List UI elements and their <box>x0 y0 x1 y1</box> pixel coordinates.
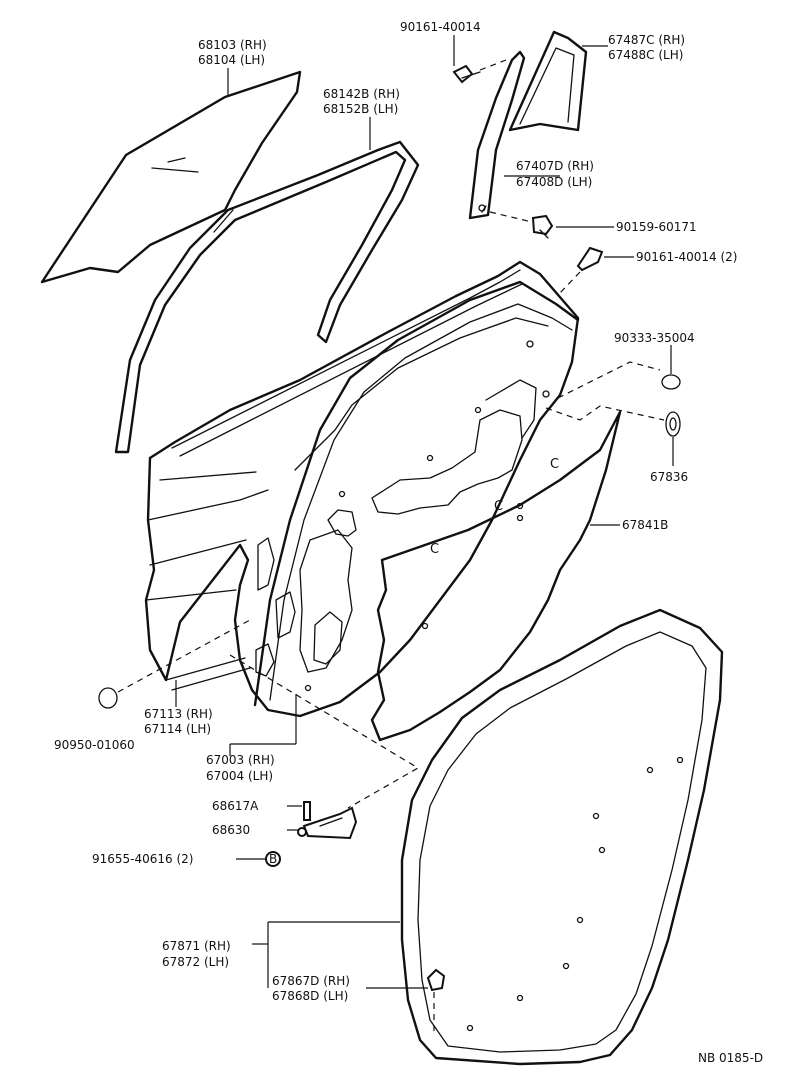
service-cover: C C C <box>370 410 622 742</box>
label-check-bolt-b: 91655-40616 (2) <box>92 852 194 866</box>
label-door-plug: 90950-01060 <box>54 738 135 752</box>
division-bar <box>468 50 526 220</box>
label-check-bolt: 68617A <box>212 799 259 813</box>
door-panel <box>144 260 580 718</box>
glass-run <box>114 140 420 454</box>
figure-code: NB 0185-D <box>698 1051 763 1065</box>
label-service-cover: 67841B <box>622 518 668 532</box>
panel-marking-1: C <box>430 542 439 557</box>
screw-2 <box>557 246 604 296</box>
label-screw-2: 90161-40014 (2) <box>636 250 738 264</box>
label-weatherstrip-clip-1: 67867D (RH) <box>272 974 350 988</box>
door-check: B <box>229 654 420 867</box>
label-door-check: 68630 <box>212 823 250 837</box>
leader-lines <box>175 35 674 989</box>
label-weatherstrip-1: 67871 (RH) <box>162 939 231 953</box>
screw-top <box>452 59 507 84</box>
label-door-glass-1: 68103 (RH) <box>198 38 267 52</box>
door-glass <box>40 70 302 284</box>
quarter-glass <box>508 30 588 132</box>
panel-marking-3: C <box>550 457 559 472</box>
label-quarter-glass-1: 67487C (RH) <box>608 33 685 47</box>
label-door-panel-2: 67004 (LH) <box>206 769 273 783</box>
part-labels: 68103 (RH) 68104 (LH) 68142B (RH) 68152B… <box>54 20 763 1065</box>
label-hole-plug: 90333-35004 <box>614 331 695 345</box>
label-weatherstrip-2: 67872 (LH) <box>162 955 229 969</box>
grommet <box>545 405 681 437</box>
label-belt-moulding-2: 67114 (LH) <box>144 722 211 736</box>
door-plug <box>98 619 251 709</box>
label-belt-moulding-1: 67113 (RH) <box>144 707 213 721</box>
weatherstrip <box>400 608 724 1066</box>
label-division-bar-1: 67407D (RH) <box>516 159 594 173</box>
bolt-marker: B <box>269 852 277 866</box>
label-quarter-glass-2: 67488C (LH) <box>608 48 683 62</box>
label-door-glass-2: 68104 (LH) <box>198 53 265 67</box>
label-screw-top: 90161-40014 <box>400 20 481 34</box>
label-weatherstrip-clip-2: 67868D (LH) <box>272 989 348 1003</box>
label-door-panel-1: 67003 (RH) <box>206 753 275 767</box>
panel-marking-2: C <box>494 499 503 514</box>
label-glass-run-2: 68152B (LH) <box>323 102 398 116</box>
clip-bar <box>489 211 554 239</box>
label-clip-bar: 90159-60171 <box>616 220 697 234</box>
label-glass-run-1: 68142B (RH) <box>323 87 400 101</box>
label-division-bar-2: 67408D (LH) <box>516 175 592 189</box>
hole-plug <box>557 361 681 399</box>
weatherstrip-clip <box>426 968 446 1034</box>
label-grommet: 67836 <box>650 470 688 484</box>
